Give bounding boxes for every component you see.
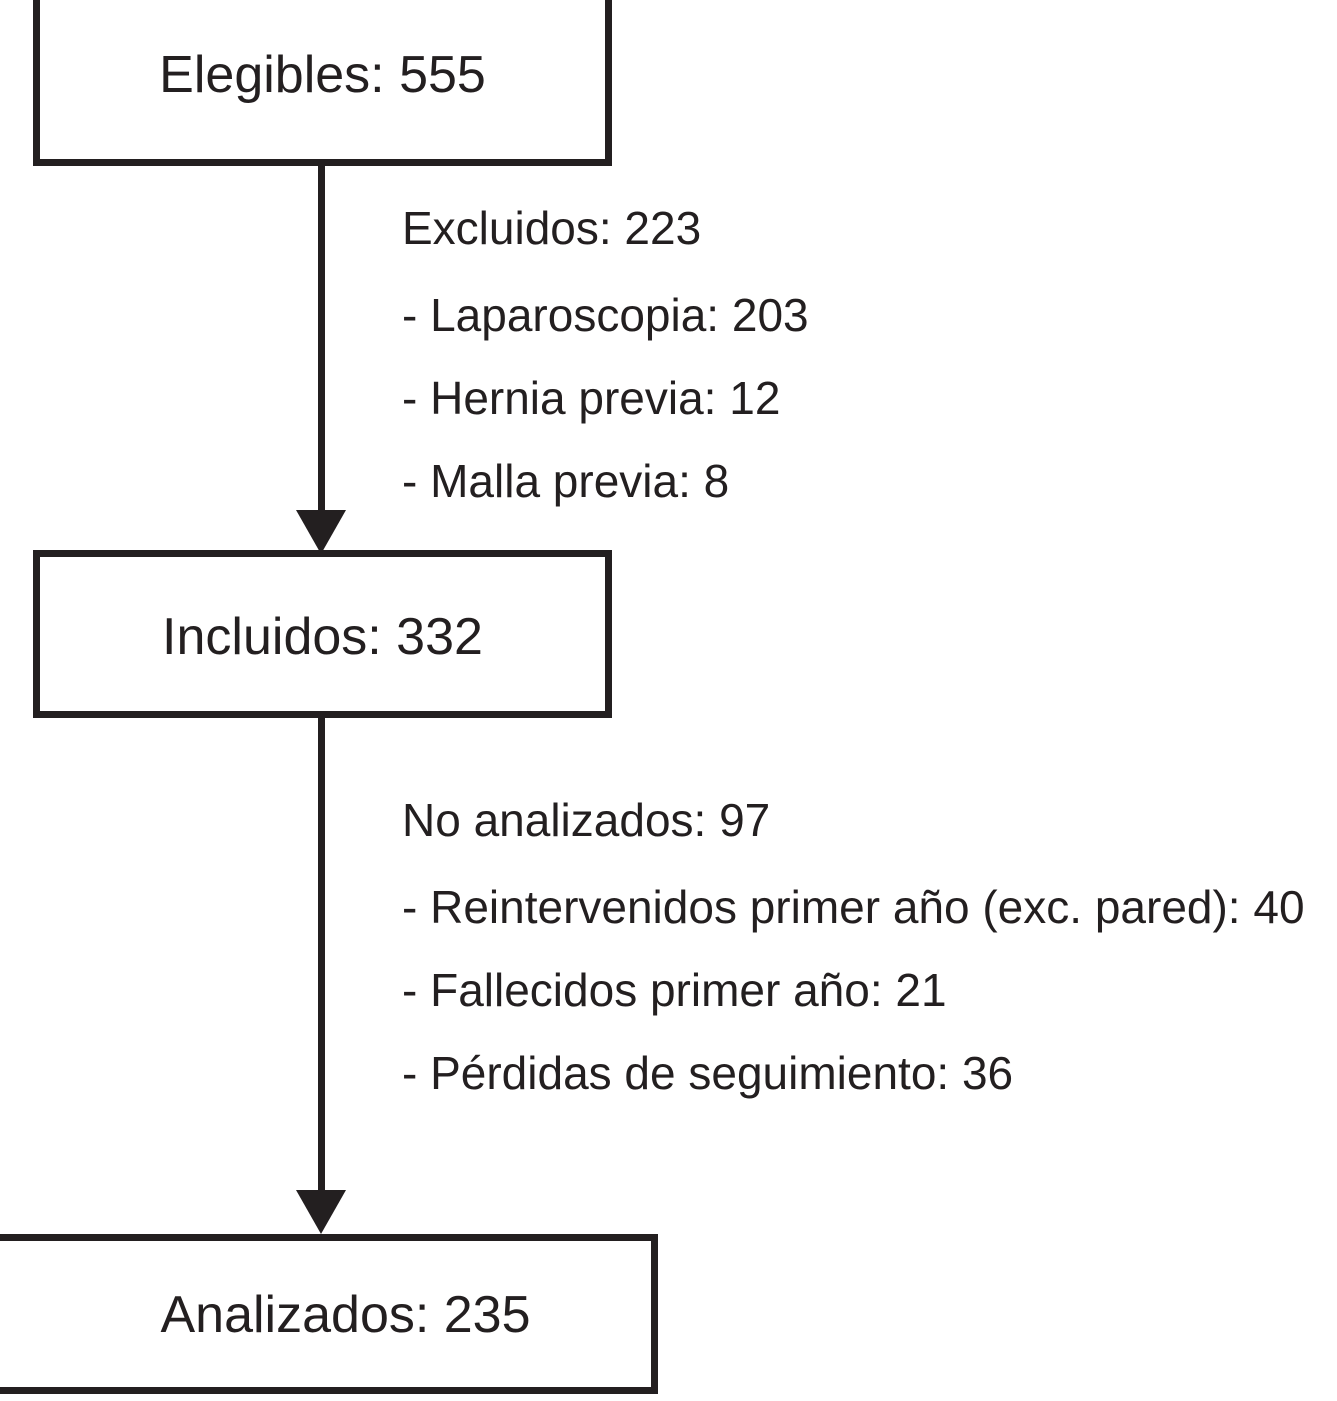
annotation-excluded: Excluidos: 223 - Laparoscopia: 203 - Her…: [402, 205, 809, 504]
annotation-excluded-item-malla-previa: - Malla previa: 8: [402, 455, 730, 507]
arrowhead-down-icon: [296, 510, 346, 554]
annotation-not-analyzed: No analizados: 97 - Reintervenidos prime…: [402, 797, 1305, 1096]
node-eligible-label: Elegibles: 555: [159, 46, 486, 104]
node-included: Incluidos: 332: [33, 550, 612, 718]
annotation-excluded-title: Excluidos: 223: [402, 202, 702, 254]
annotation-excluded-item-laparoscopia: - Laparoscopia: 203: [402, 289, 809, 341]
annotation-not-analyzed-item-reintervenidos: - Reintervenidos primer año (exc. pared)…: [402, 881, 1305, 933]
connector-eligible-to-included: [318, 165, 325, 520]
annotation-excluded-item-hernia-previa: - Hernia previa: 12: [402, 372, 781, 424]
node-eligible: Elegibles: 555: [33, 0, 612, 166]
annotation-not-analyzed-title: No analizados: 97: [402, 794, 771, 846]
connector-included-to-analyzed: [318, 718, 325, 1196]
arrowhead-down-icon: [296, 1190, 346, 1234]
node-analyzed: Analizados: 235: [0, 1234, 658, 1394]
annotation-not-analyzed-item-perdidas: - Pérdidas de seguimiento: 36: [402, 1047, 1014, 1099]
annotation-not-analyzed-item-fallecidos: - Fallecidos primer año: 21: [402, 964, 947, 1016]
node-analyzed-label: Analizados: 235: [160, 1286, 531, 1344]
node-included-label: Incluidos: 332: [162, 608, 483, 666]
